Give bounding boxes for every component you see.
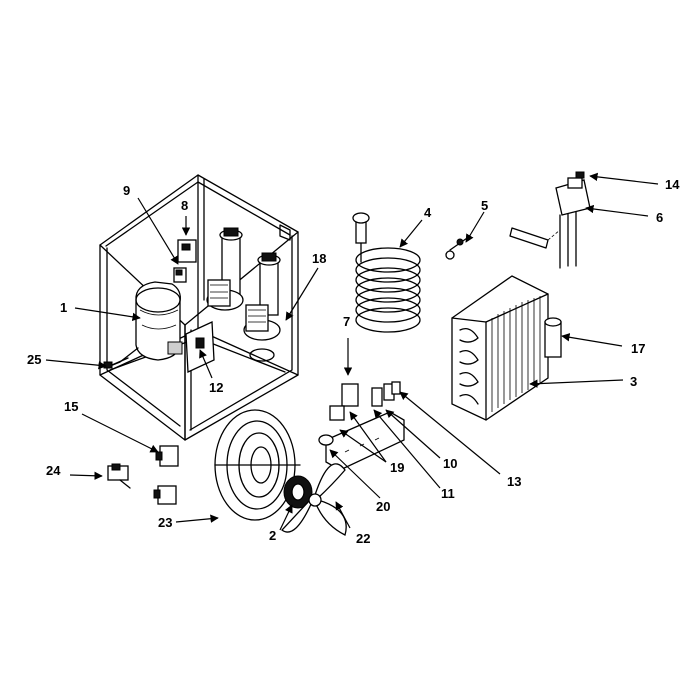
callout-24: 24 (46, 463, 61, 478)
callout-8: 8 (181, 198, 188, 213)
leader-lines (45, 172, 659, 531)
fan-motor (283, 475, 313, 509)
receiver-drier (544, 317, 562, 358)
relay (177, 239, 197, 263)
callout-22: 22 (356, 531, 370, 546)
capacitor-small (173, 267, 187, 283)
pump-right (243, 252, 281, 341)
callout-18: 18 (312, 251, 326, 266)
callout-25: 25 (27, 352, 41, 367)
callout-10: 10 (443, 456, 457, 471)
evaporator-coil (352, 212, 421, 333)
callout-12: 12 (209, 380, 223, 395)
callout-13: 13 (507, 474, 521, 489)
condenser (451, 275, 549, 421)
callout-5: 5 (481, 198, 488, 213)
callout-9: 9 (123, 183, 130, 198)
callout-1: 1 (60, 300, 67, 315)
fitting-upper (155, 445, 179, 467)
callout-20: 20 (376, 499, 390, 514)
callout-23: 23 (158, 515, 172, 530)
callout-4: 4 (424, 205, 432, 220)
fan-guard (214, 409, 301, 521)
callout-2: 2 (269, 528, 276, 543)
callout-17: 17 (631, 341, 645, 356)
electrical-panel (318, 381, 405, 471)
callout-7: 7 (343, 314, 350, 329)
callout-3: 3 (630, 374, 637, 389)
fitting-lower (153, 485, 177, 505)
tank-base (249, 348, 275, 362)
callout-6: 6 (656, 210, 663, 225)
callout-14: 14 (665, 177, 680, 192)
control-box (185, 321, 215, 373)
expansion-valve (445, 235, 471, 260)
compressor (109, 281, 183, 367)
heater-cap (575, 171, 585, 179)
callout-15: 15 (64, 399, 78, 414)
pump-left (206, 227, 244, 311)
callout-11: 11 (441, 486, 455, 501)
heater-element (509, 177, 591, 269)
callout-19: 19 (390, 460, 404, 475)
fan-blade (281, 463, 347, 536)
fitting-loose (107, 463, 131, 489)
